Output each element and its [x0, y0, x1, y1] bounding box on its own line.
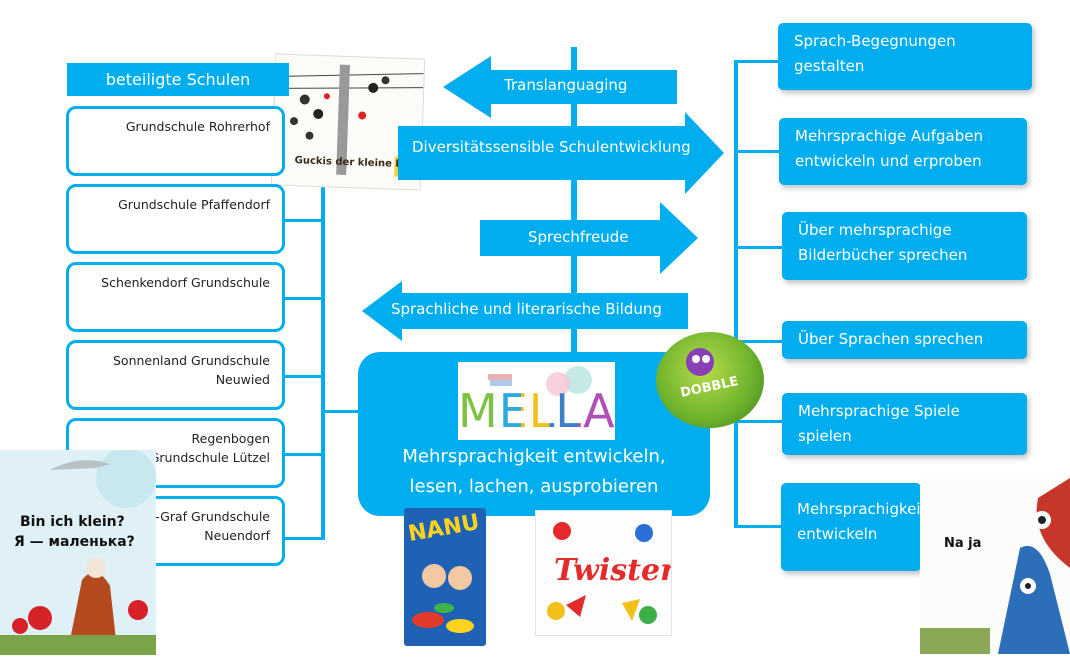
na-ja-title: Na ja — [944, 536, 982, 551]
book-illustration — [0, 450, 156, 655]
nanu-illustration — [412, 564, 474, 633]
arrow-label: Diversitätssensible Schulentwicklung — [412, 138, 691, 156]
school-card: Sonnenland Grundschule Neuwied — [66, 340, 285, 410]
book-title: Bin ich klein? — [20, 514, 125, 530]
right-topic-tick-4 — [734, 340, 782, 343]
school-name: Schenkendorf Grundschule — [101, 275, 270, 290]
topic-line: spielen — [798, 427, 852, 445]
right-topic-tick-3 — [734, 246, 782, 249]
right-topic-tick-6 — [734, 525, 782, 528]
right-topic-tick-1 — [734, 60, 782, 63]
na-ja-illustration — [920, 478, 1070, 654]
mella-logo-word: MELLA — [458, 384, 616, 438]
left-school-tick-4 — [284, 375, 324, 378]
arrow-diversity: Diversitätssensible Schulentwicklung — [398, 112, 724, 194]
twister-game-image: Twister — [535, 510, 672, 636]
topic-line: Mehrsprachige Spiele — [798, 402, 960, 420]
dobble-game-image: DOBBLE — [656, 332, 764, 428]
school-name: Sonnenland Grundschule Neuwied — [112, 353, 270, 387]
mella-center-box: MELLA Mehrsprachigkeit entwickeln, lesen… — [358, 352, 710, 516]
left-school-tick-2 — [284, 219, 324, 222]
book-title-ukrainian: Я — маленька? — [14, 534, 135, 550]
twister-illustration — [547, 522, 657, 624]
nanu-game-image: NANU — [404, 508, 486, 646]
book-cover-bin-ich-klein: Bin ich klein? Я — маленька? — [0, 450, 156, 655]
center-tagline-1: Mehrsprachigkeit entwickeln, — [402, 446, 666, 467]
topic-ueber-sprachen: Über Sprachen sprechen — [782, 321, 1027, 359]
left-school-tick-5 — [284, 453, 324, 456]
right-vertical-connector — [734, 60, 738, 528]
arrow-left-shape — [443, 56, 677, 118]
school-card: Grundschule Pfaffendorf — [66, 184, 285, 254]
topic-sprach-begegnungen: Sprach-Begegnungen gestalten — [778, 23, 1032, 90]
topic-mehrsprachige-aufgaben: Mehrsprachige Aufgaben entwickeln und er… — [779, 118, 1027, 185]
left-school-tick-6 — [284, 537, 324, 540]
topic-line: Über Sprachen sprechen — [798, 330, 984, 348]
topic-line: gestalten — [794, 57, 865, 75]
school-name: Willi-Graf Grundschule Neuendorf — [129, 509, 270, 543]
arrow-sprechfreude: Sprechfreude — [480, 202, 698, 274]
center-tagline-2: lesen, lachen, ausprobieren — [409, 476, 659, 497]
logo-decoration — [488, 366, 592, 396]
mella-logo-text: MELLA — [458, 384, 615, 438]
left-school-tick-3 — [284, 297, 324, 300]
mella-logo: MELLA — [458, 362, 615, 440]
school-card: Grundschule Rohrerhof — [66, 106, 285, 176]
book-cover-na-ja: Na ja — [920, 478, 1070, 654]
twister-title: Twister — [554, 553, 672, 588]
central-trunk — [571, 47, 577, 355]
left-vertical-connector — [321, 150, 325, 540]
school-name: Grundschule Rohrerhof — [125, 119, 270, 134]
topic-line: Bilderbücher sprechen — [798, 246, 968, 264]
school-card: Schenkendorf Grundschule — [66, 262, 285, 332]
topic-line: entwickeln — [797, 525, 878, 543]
topic-line: Mehrsprachigkeit — [797, 500, 927, 518]
topic-line: Mehrsprachige Aufgaben — [795, 127, 983, 145]
topic-line: Sprach-Begegnungen — [794, 32, 956, 50]
arrow-right-shape — [398, 112, 724, 194]
arrow-translanguaging: Translanguaging — [443, 56, 677, 118]
topic-mehrsprachige-spiele: Mehrsprachige Spiele spielen — [782, 393, 1027, 455]
topic-line: entwickeln und erproben — [795, 152, 982, 170]
arrow-left-shape — [362, 281, 688, 341]
topic-line: Über mehrsprachige — [798, 221, 952, 239]
school-name: Grundschule Pfaffendorf — [118, 197, 270, 212]
topic-mehrsprachigkeit-entwickeln: Mehrsprachigkeit entwickeln — [781, 483, 927, 571]
center-left-connector — [321, 410, 359, 413]
arrow-right-shape — [480, 202, 698, 274]
dobble-illustration — [686, 348, 714, 376]
schools-header: beteiligte Schulen — [67, 63, 289, 96]
right-topic-tick-5 — [734, 420, 782, 423]
right-topic-tick-2 — [734, 150, 782, 153]
arrow-label: Sprachliche und literarische Bildung — [391, 300, 662, 318]
topic-bilderbuecher: Über mehrsprachige Bilderbücher sprechen — [782, 212, 1027, 280]
arrow-literary-education: Sprachliche und literarische Bildung — [362, 281, 688, 341]
arrow-label: Sprechfreude — [528, 228, 629, 246]
arrow-label: Translanguaging — [504, 76, 628, 94]
school-name: Regenbogen Grundschule Lützel — [149, 431, 270, 465]
